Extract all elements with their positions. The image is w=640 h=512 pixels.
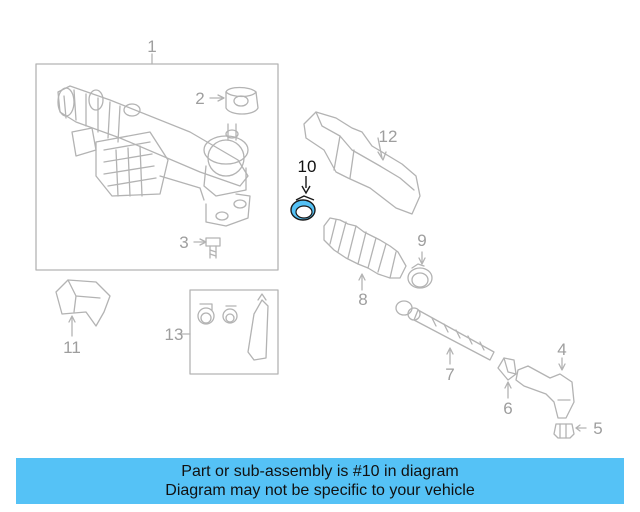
callout-6: 6 [503,399,512,418]
callout-7: 7 [445,365,454,384]
repair-kit-part [179,289,279,375]
callout-4: 4 [557,340,566,359]
info-banner: Part or sub-assembly is #10 in diagram D… [16,458,624,504]
callout-3: 3 [179,233,188,252]
castle-nut-part [553,423,587,439]
heat-shield-part [303,111,421,215]
callout-13: 13 [165,325,184,344]
outer-tie-rod-end-part [515,357,575,419]
callout-2: 2 [195,89,204,108]
bolt-part [193,237,221,259]
callout-5: 5 [593,419,602,438]
highlighted-clamp-part-10 [290,176,316,221]
banner-line-part-number: Part or sub-assembly is #10 in diagram [181,463,459,480]
callout-12: 12 [379,127,398,146]
callout-9: 9 [417,231,426,250]
boot-clamp-part [407,251,433,289]
jam-nut-part [497,357,517,399]
mounting-bushing-part [209,86,259,115]
bellows-boot-part [323,217,407,291]
callout-1: 1 [147,37,156,56]
inner-tie-rod-part [395,300,495,365]
callout-11: 11 [63,338,81,357]
callout-8: 8 [358,290,367,309]
banner-line-disclaimer: Diagram may not be specific to your vehi… [165,482,475,499]
cover-part [55,279,111,337]
steering-gear-assembly-part [35,53,279,271]
callout-10: 10 [298,157,317,176]
